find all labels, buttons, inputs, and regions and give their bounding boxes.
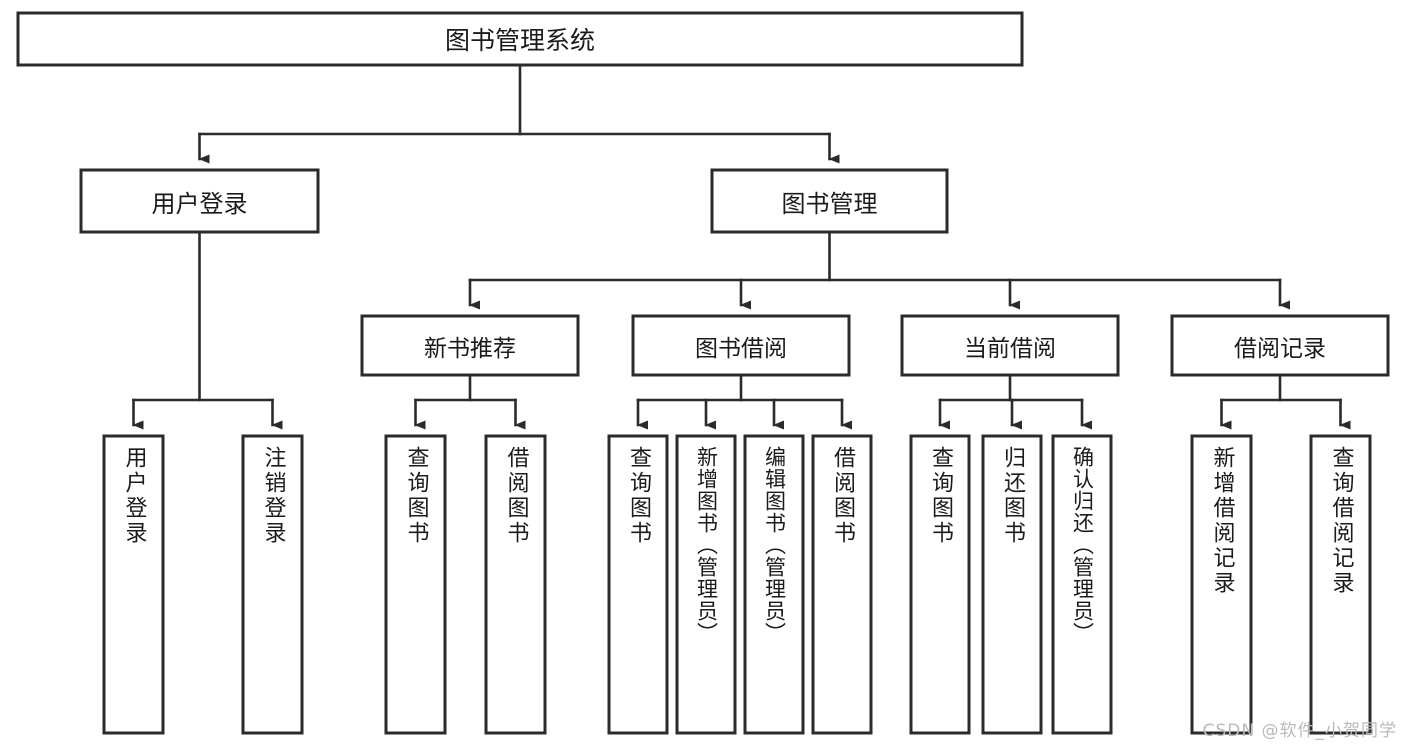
watermark: CSDN @软件_小贺同学 [1202, 721, 1397, 741]
node-layer [16, 11, 1390, 735]
node-box-book-manage[interactable] [710, 168, 949, 234]
node-box-leaf-edit-book[interactable] [743, 434, 805, 735]
node-box-book-borrow[interactable] [631, 314, 851, 377]
node-box-leaf-query-book-borrow[interactable] [607, 434, 669, 735]
node-box-leaf-query-book-cur[interactable] [909, 434, 971, 735]
node-box-new-book-rec[interactable] [360, 314, 580, 377]
node-box-leaf-query-record[interactable] [1309, 434, 1372, 735]
node-box-leaf-return-book[interactable] [981, 434, 1043, 735]
node-box-current-borrow[interactable] [900, 314, 1120, 377]
node-box-leaf-confirm-return[interactable] [1051, 434, 1113, 735]
node-box-borrow-record[interactable] [1170, 314, 1390, 377]
node-box-leaf-add-book[interactable] [675, 434, 737, 735]
node-box-leaf-user-logout[interactable] [241, 434, 304, 735]
node-box-root[interactable] [16, 11, 1024, 67]
connector-layer [132, 63, 1351, 430]
node-box-user-login[interactable] [79, 168, 320, 234]
node-box-leaf-borrow-book-rec[interactable] [484, 434, 547, 735]
node-box-leaf-borrow-book[interactable] [811, 434, 873, 735]
node-box-leaf-user-login[interactable] [102, 434, 165, 735]
node-box-leaf-query-book-rec[interactable] [384, 434, 447, 735]
node-box-leaf-add-record[interactable] [1190, 434, 1253, 735]
